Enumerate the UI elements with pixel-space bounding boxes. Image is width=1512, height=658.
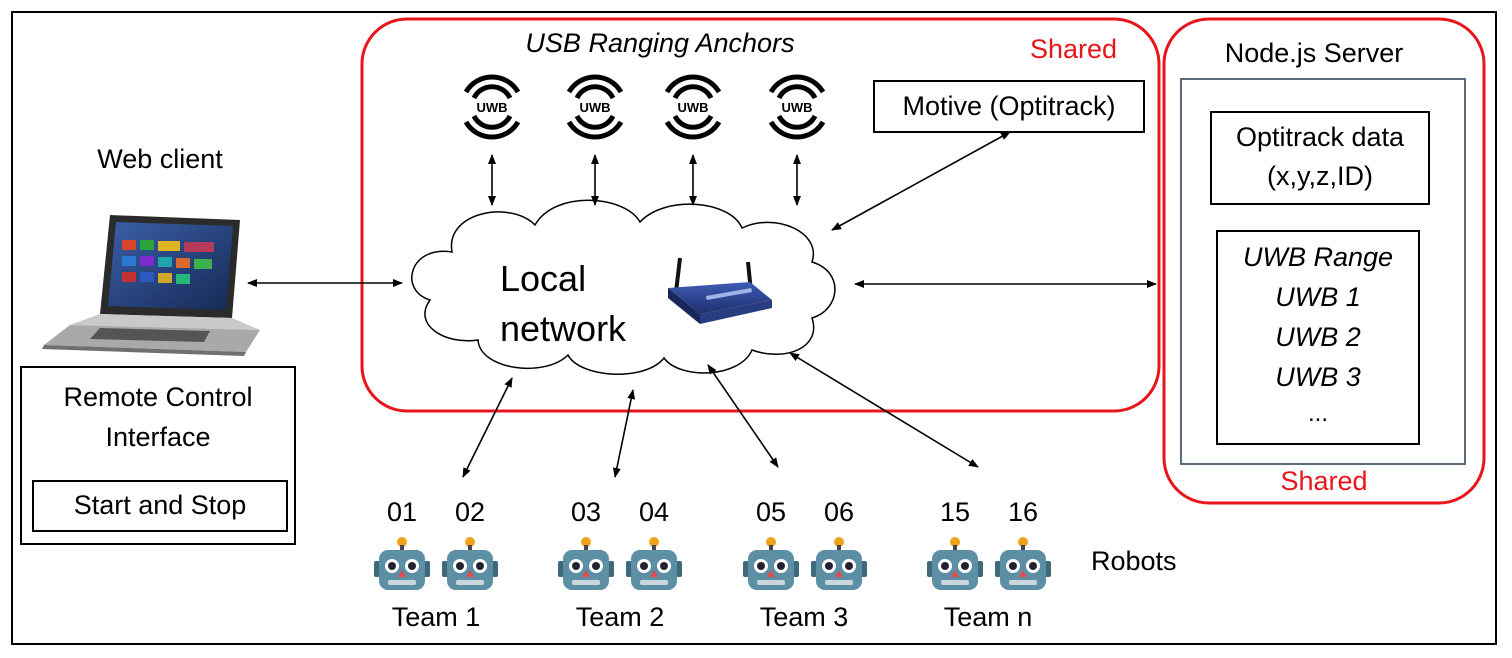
uwb-signal-icon: UWB [768,74,826,140]
robot-icon [995,537,1051,590]
optitrack-data-box: Optitrack data (x,y,z,ID) [1210,111,1430,205]
local-network-cloud [411,199,836,375]
robot-icon [374,537,430,590]
uwb-anchor: UWB [563,72,627,142]
robot-icon [743,537,799,590]
robot-id: 02 [454,497,486,527]
network-label-line2: network [500,308,627,349]
shared-label-bottom: Shared [1280,466,1368,496]
team-label: Team 3 [759,602,849,632]
optitrack-line2: (x,y,z,ID) [1267,161,1373,191]
uwb-range-item: UWB 2 [1275,322,1361,352]
server-group-border [1162,17,1486,505]
robot-icon [558,537,614,590]
robot-id: 15 [939,497,971,527]
connection-arrows [247,131,1157,478]
laptop-icon [42,215,260,356]
robot-icon [442,537,498,590]
uwb-anchor: UWB [460,72,524,142]
uwb-anchor-label: UWB [677,100,708,115]
server-title: Node.js Server [1224,38,1404,68]
uwb-anchor: UWB [661,72,725,142]
remote-control-line2: Interface [105,422,211,452]
uwb-signal-icon: UWB [463,74,521,140]
network-label-line1: Local [500,258,587,299]
start-stop-label: Start and Stop [73,490,247,520]
uwb-anchor-label: UWB [476,100,507,115]
robot-id: 03 [570,497,602,527]
uwb-anchor: UWB [765,72,829,142]
team-label: Team n [943,602,1033,632]
uwb-range-item: UWB 1 [1275,282,1361,312]
uwb-range-ellipsis: ... [1307,400,1328,427]
team-label: Team 2 [575,602,665,632]
router-icon [668,257,772,324]
team-label: Team 1 [391,602,481,632]
uwb-range-item: UWB 3 [1275,362,1361,392]
motive-label: Motive (Optitrack) [902,91,1116,121]
robot-icon [626,537,682,590]
remote-control-line1: Remote Control [63,382,253,412]
diagram-frame [11,11,1497,645]
uwb-signal-icon: UWB [664,74,722,140]
robot-id: 01 [386,497,418,527]
robot-id: 05 [755,497,787,527]
robot-id: 06 [823,497,855,527]
robot-id: 16 [1007,497,1039,527]
robot-icon [811,537,867,590]
server-inner-box [1180,78,1466,465]
remote-control-box: Remote Control Interface Start and Stop [20,366,296,545]
uwb-signal-icon: UWB [566,74,624,140]
start-stop-button[interactable]: Start and Stop [32,480,288,532]
uwb-range-box: UWB Range UWB 1 UWB 2 UWB 3 ... [1216,230,1420,445]
uwb-anchor-label: UWB [579,100,610,115]
uwb-anchor-label: UWB [781,100,812,115]
robot-id: 04 [638,497,670,527]
optitrack-line1: Optitrack data [1235,122,1405,152]
robots-label: Robots [1091,546,1177,576]
robot-icon [927,537,983,590]
web-client-label: Web client [97,144,223,174]
uwb-range-title: UWB Range [1242,242,1394,272]
anchors-title: USB Ranging Anchors [525,28,795,58]
motive-box: Motive (Optitrack) [873,80,1145,133]
shared-label-top: Shared [1030,34,1118,64]
